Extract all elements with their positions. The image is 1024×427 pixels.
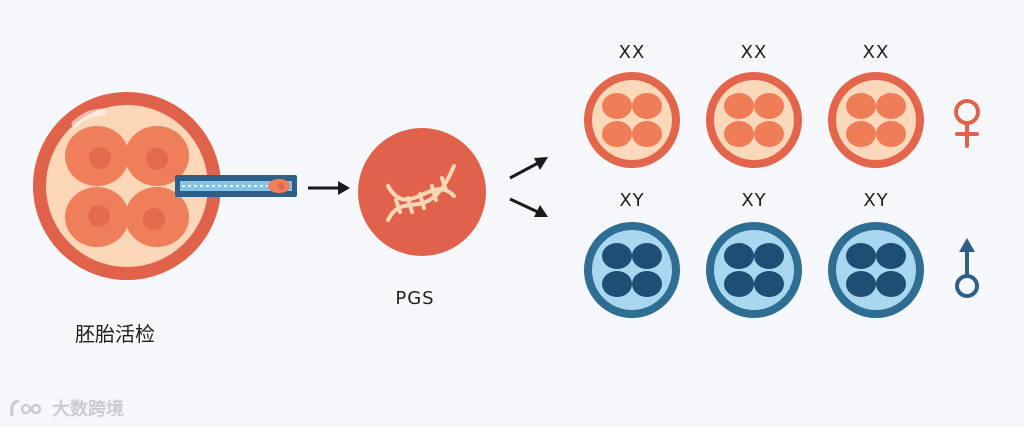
dna-icon: [386, 164, 456, 222]
xy-embryo: [584, 222, 680, 318]
biopsy-label: 胚胎活检: [75, 322, 155, 346]
genotype-label: XY: [863, 190, 889, 211]
genotype-label: XY: [741, 190, 767, 211]
genotype-label: XX: [862, 42, 890, 63]
xx-embryo: [584, 72, 680, 168]
genotype-label: XX: [618, 42, 646, 63]
xy-embryo: [706, 222, 802, 318]
male-symbol-arrowhead: [959, 238, 975, 252]
arrow-to-male: [509, 197, 548, 217]
male-symbol-icon: [955, 248, 979, 298]
genotype-label: XX: [740, 42, 768, 63]
watermark-logo-icon: [10, 399, 42, 417]
arrow-to-female: [509, 157, 548, 180]
xx-embryo: [706, 72, 802, 168]
watermark: 大数跨境: [8, 395, 124, 421]
xy-embryo: [828, 222, 924, 318]
xx-embryo: [828, 72, 924, 168]
watermark-text: 大数跨境: [52, 399, 124, 420]
pgs-dna-circle: [358, 128, 486, 256]
arrow-to-pgs: [308, 181, 350, 195]
pgs-label: PGS: [395, 288, 435, 309]
female-symbol-icon: [954, 99, 980, 148]
genotype-label: XY: [619, 190, 645, 211]
biopsy-pipette: [175, 175, 297, 197]
embryo: [33, 92, 221, 280]
